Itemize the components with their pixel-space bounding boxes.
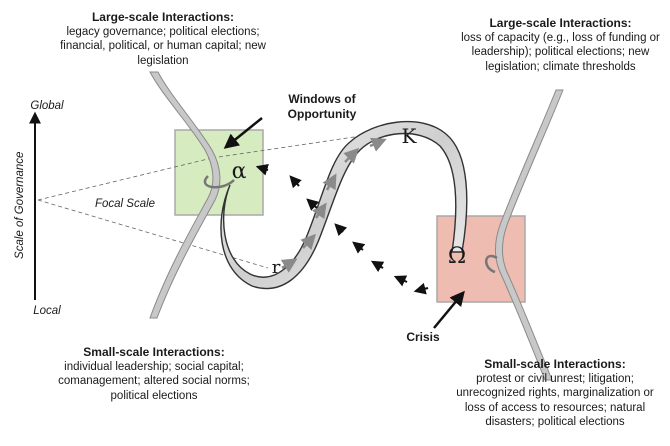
left-top-body: legacy governance; political elections; … [60,25,266,67]
right-top-heading: Large-scale Interactions: [489,16,632,30]
right-bottom-heading: Small-scale Interactions: [484,357,626,371]
left-bottom-body: individual leadership; social capital; c… [58,360,250,402]
right-bottom-annotation: Small-scale Interactions: protest or civ… [445,357,665,430]
windows-callout-arrow [223,117,263,149]
axis-local-label: Local [33,305,61,317]
left-top-heading: Large-scale Interactions: [91,10,235,24]
k-phase-label: K [401,124,417,148]
axis-global-label: Global [30,100,64,112]
alpha-phase-label: α [231,159,247,184]
windows-of-opportunity-label: Windows of Opportunity [287,92,357,121]
right-top-annotation: Large-scale Interactions: loss of capaci… [458,16,663,74]
axis-title: Scale of Governance [13,151,26,259]
crisis-callout-arrow [433,290,465,329]
focal-scale-label: Focal Scale [94,198,156,210]
left-top-annotation: Large-scale Interactions: legacy governa… [58,10,268,68]
right-bottom-body: protest or civil unrest; litigation; unr… [456,372,654,429]
left-bottom-annotation: Small-scale Interactions: individual lea… [54,345,254,403]
left-bottom-heading: Small-scale Interactions: [83,345,225,359]
growth-arrows [280,137,387,273]
right-scale-ribbon [485,89,564,381]
r-phase-label: r [271,257,281,278]
left-scale-ribbon [149,71,235,319]
release-arrows [255,164,429,295]
omega-phase-label: Ω [447,244,467,269]
crisis-label: Crisis [406,330,440,344]
right-top-body: loss of capacity (e.g., loss of funding … [461,31,660,73]
